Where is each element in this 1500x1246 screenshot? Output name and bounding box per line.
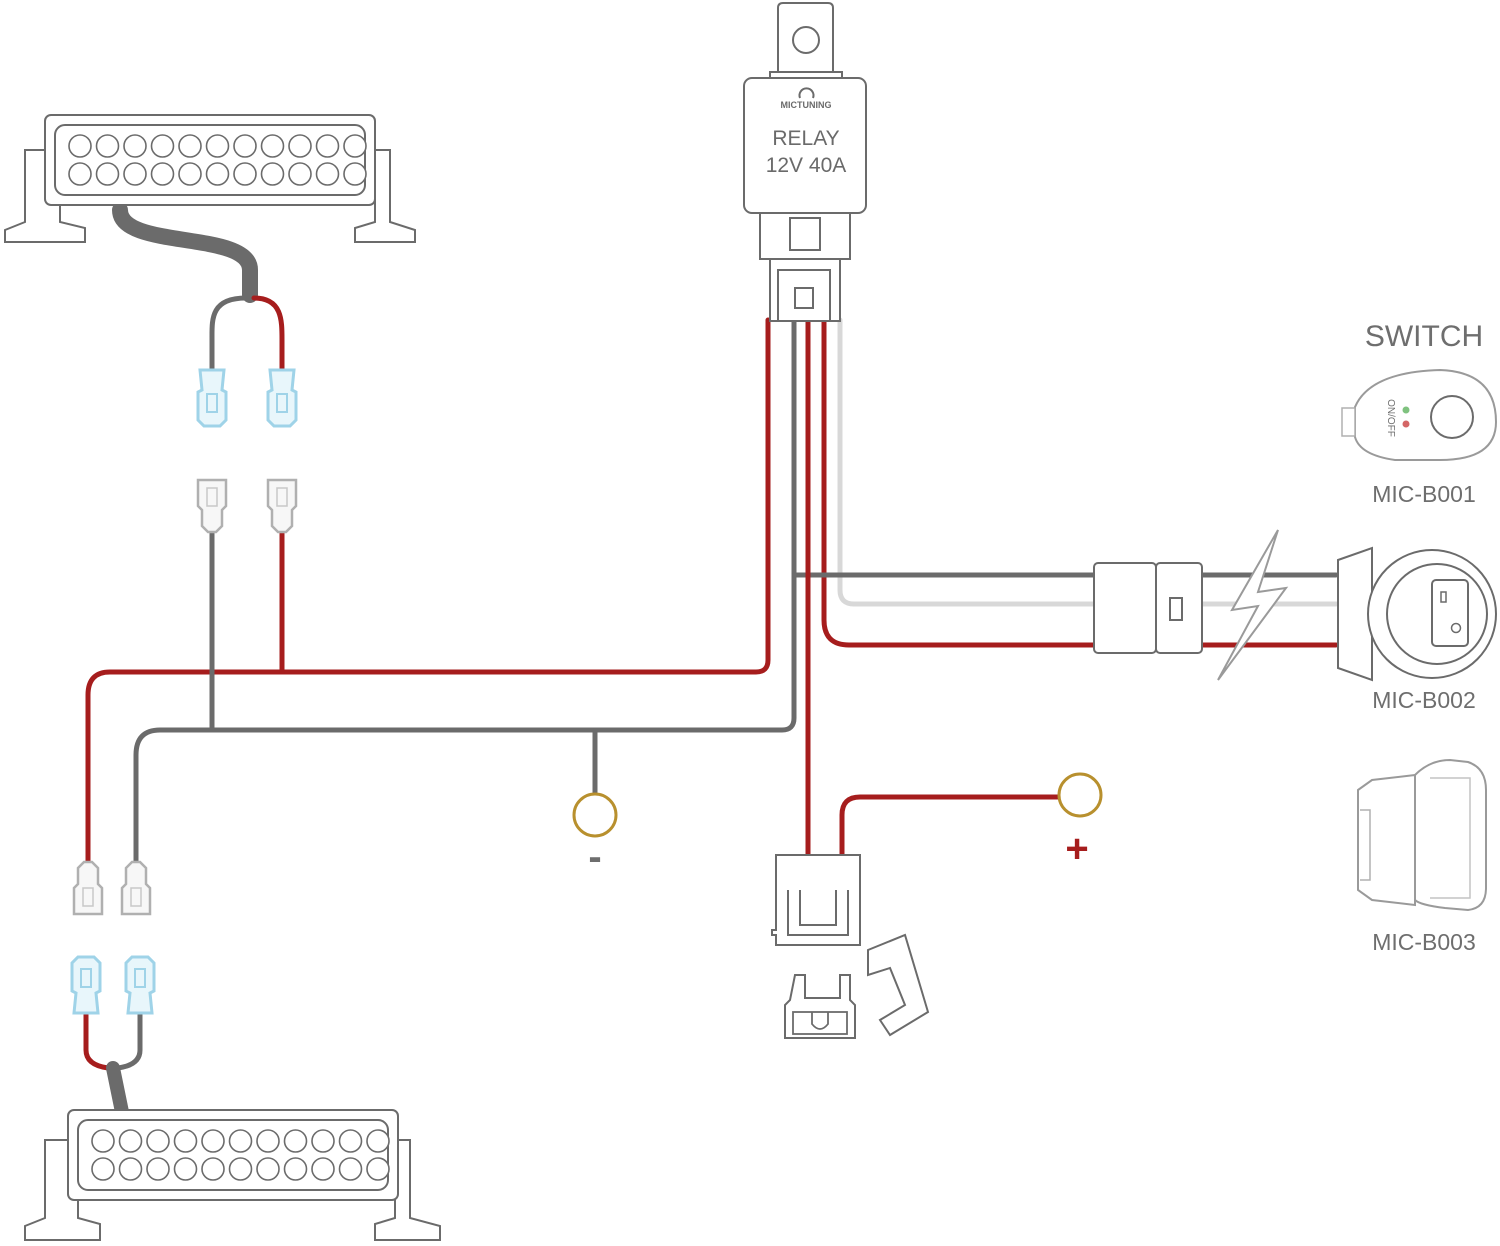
led-lamp [118, 1129, 143, 1153]
relay: MICTUNING RELAY 12V 40A [743, 2, 867, 322]
connector-harness-gray-male-lower [120, 860, 152, 916]
led-lamp [123, 134, 147, 158]
led-lamp [173, 1129, 198, 1153]
led-lamp [311, 1129, 335, 1153]
switch-label-mic-b003: MIC-B003 [1372, 929, 1476, 955]
connector-bottom-bar-gray-female [124, 955, 156, 1015]
led-lamp [311, 1157, 335, 1181]
relay-rating-label: 12V 40A [766, 154, 847, 177]
led-lamp [260, 162, 285, 186]
led-lamp [146, 1129, 170, 1153]
mictuning-logo: MICTUNING [781, 87, 832, 110]
led-lamp [228, 1157, 253, 1181]
blade-fuse [784, 974, 856, 1039]
lightning-bolt-icon [1217, 529, 1289, 681]
relay-red-lead [85, 317, 771, 873]
led-lamp [201, 1129, 225, 1153]
led-lamp [343, 134, 367, 158]
switch-mic-b002 [1337, 546, 1497, 682]
led-lamp [91, 1129, 115, 1153]
relay-white-switch-lead [837, 317, 1339, 607]
connector-harness-red-male-lower [72, 860, 104, 916]
led-lamp [178, 162, 202, 186]
led-lamp [123, 162, 147, 186]
led-lamp [150, 134, 175, 158]
led-lamp [91, 1157, 115, 1181]
bottom-led-light-bar [24, 1109, 441, 1241]
fuse-holder [771, 854, 930, 1037]
top-bar-red-lead [251, 295, 285, 375]
led-lamp [146, 1157, 170, 1181]
led-lamp [173, 1157, 198, 1181]
switch-mic-b001: ON/OFF [1341, 368, 1498, 461]
bottom-bar-red-lead [83, 1007, 111, 1071]
led-lamp [283, 1129, 308, 1153]
led-lamp [228, 1129, 253, 1153]
top-bar-cable [112, 202, 258, 303]
led-lamp [288, 162, 312, 186]
led-lamp [315, 134, 340, 158]
bottom-bar-cable [106, 1061, 129, 1119]
led-lamp [315, 162, 340, 186]
switch-label-mic-b001: MIC-B001 [1372, 481, 1476, 507]
switch-label-mic-b002: MIC-B002 [1372, 687, 1476, 713]
wires [83, 202, 1339, 1119]
switch-harness-connector [1093, 562, 1203, 654]
b001-face-text: ON/OFF [1385, 399, 1396, 437]
led-lamp [205, 162, 230, 186]
led-lamp [178, 134, 202, 158]
led-lamp [233, 134, 257, 158]
top-bar-gray-lead [209, 295, 249, 375]
led-lamp [283, 1157, 308, 1181]
bottom-bar-gray-lead [115, 1007, 143, 1071]
led-lamp [288, 134, 312, 158]
positive-symbol: + [1065, 827, 1088, 871]
switch-mic-b003 [1357, 758, 1487, 912]
led-lamp [150, 162, 175, 186]
led-lamp [338, 1157, 363, 1181]
connector-top-bar-gray-female [196, 368, 228, 428]
ground-ring-terminal: - [572, 792, 618, 879]
led-lamp [205, 134, 230, 158]
top-led-light-bar [4, 114, 416, 243]
led-lamp [95, 134, 120, 158]
switch-heading: SWITCH [1365, 320, 1483, 353]
relay-brand-label: MICTUNING [781, 100, 832, 110]
led-lamp [118, 1157, 143, 1181]
relay-red-switch-lead [821, 317, 1339, 648]
led-lamp [233, 162, 257, 186]
relay-gray-lead [133, 317, 797, 873]
connector-harness-gray-male [196, 478, 228, 534]
relay-title-label: RELAY [772, 127, 839, 150]
led-lamp [201, 1157, 225, 1181]
led-lamp [338, 1129, 363, 1153]
positive-ring-terminal: + [1057, 772, 1103, 871]
connector-harness-red-male [266, 478, 298, 534]
led-lamp [95, 162, 120, 186]
led-lamp [256, 1129, 280, 1153]
led-lamp [68, 134, 92, 158]
fuse-cap [867, 933, 930, 1037]
led-lamp [366, 1157, 390, 1181]
led-lamp [366, 1129, 390, 1153]
positive-lead [839, 794, 1063, 863]
connector-bottom-bar-red-female [70, 955, 102, 1015]
led-lamp [260, 134, 285, 158]
led-lamp [68, 162, 92, 186]
led-lamp [256, 1157, 280, 1181]
connector-top-bar-red-female [266, 368, 298, 428]
negative-symbol: - [588, 835, 601, 879]
led-lamp [343, 162, 367, 186]
